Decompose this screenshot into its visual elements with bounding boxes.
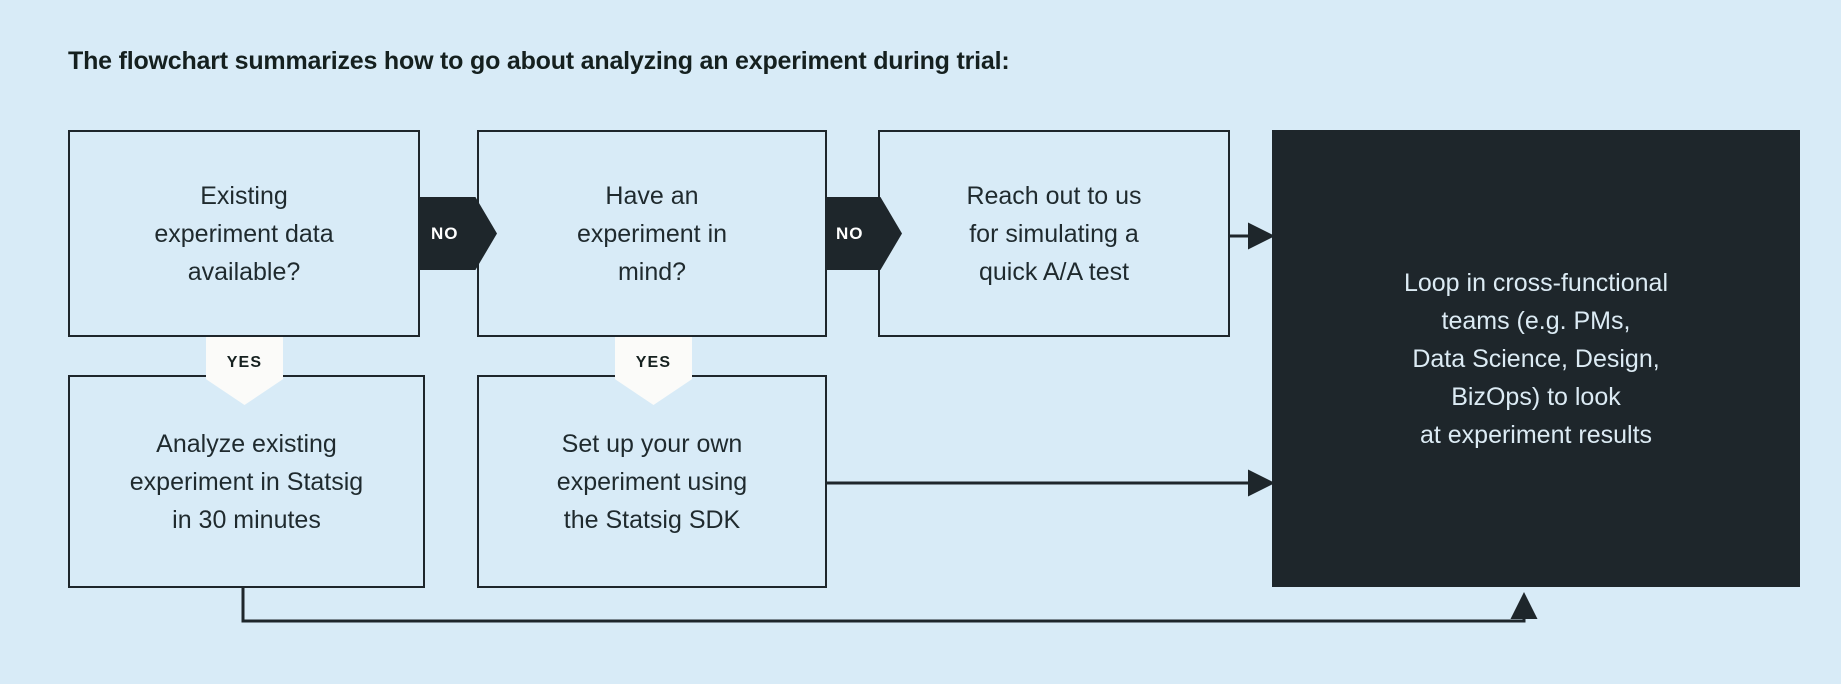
node-reach-out[interactable]: Reach out to us for simulating a quick A… xyxy=(878,130,1230,337)
node-analyze-existing-label: Analyze existing experiment in Statsig i… xyxy=(129,429,364,534)
node-experiment-in-mind-label: Have an experiment in mind? xyxy=(576,181,728,286)
connector-yes-1-label: YES xyxy=(226,354,263,371)
connector-yes-2-label: YES xyxy=(635,354,672,371)
node-experiment-in-mind[interactable]: Have an experiment in mind? xyxy=(477,130,827,337)
node-analyze-existing[interactable]: Analyze existing experiment in Statsig i… xyxy=(68,375,425,588)
edge-analyze-existing-to-loop xyxy=(241,588,1538,623)
node-existing-data[interactable]: Existing experiment data available? xyxy=(68,130,420,337)
node-set-up-own-label: Set up your own experiment using the Sta… xyxy=(556,429,748,534)
node-loop-in-teams[interactable]: Loop in cross-functional teams (e.g. PMs… xyxy=(1272,130,1800,587)
node-existing-data-label: Existing experiment data available? xyxy=(154,181,334,286)
connector-no-1-label: NO xyxy=(431,223,459,243)
page-title: The flowchart summarizes how to go about… xyxy=(68,47,1010,75)
node-loop-in-teams-label: Loop in cross-functional teams (e.g. PMs… xyxy=(1403,268,1669,449)
node-set-up-own[interactable]: Set up your own experiment using the Sta… xyxy=(477,375,827,588)
connector-no-2-label: NO xyxy=(836,223,864,243)
node-reach-out-label: Reach out to us for simulating a quick A… xyxy=(966,181,1142,286)
